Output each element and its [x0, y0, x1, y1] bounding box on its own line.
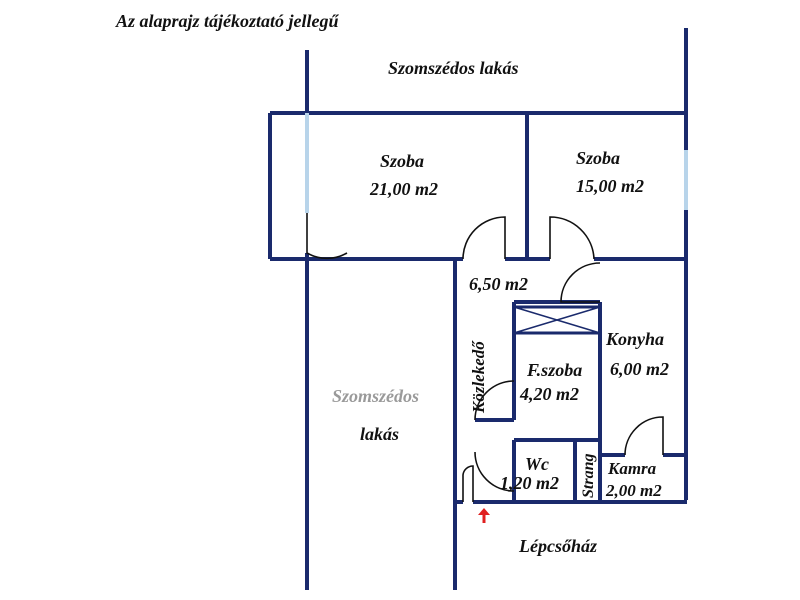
room-furdo-area: 4,20 m2 [519, 384, 579, 404]
room-furdo-name: F.szoba [526, 360, 582, 380]
entrance-arrow-icon [478, 508, 490, 523]
room-szoba-large-name: Szoba [380, 151, 424, 171]
room-szoba-small-area: 15,00 m2 [576, 176, 644, 196]
walls [268, 28, 688, 590]
strang-label: Strang [580, 454, 597, 498]
shaft-box [512, 305, 602, 335]
room-wc-area: 1,20 m2 [500, 473, 559, 493]
room-konyha-name: Konyha [605, 329, 664, 349]
room-konyha-area: 6,00 m2 [610, 359, 669, 379]
room-kamra-name: Kamra [607, 459, 657, 478]
neighbor-left-line1: Szomszédos [332, 386, 419, 406]
room-wc-name: Wc [525, 454, 549, 474]
windows [305, 113, 688, 213]
room-kamra-area: 2,00 m2 [605, 481, 662, 500]
hall-area: 6,50 m2 [469, 274, 528, 294]
room-szoba-large-area: 21,00 m2 [369, 179, 438, 199]
room-kozlekedo-label: Közlekedő [469, 340, 488, 414]
disclaimer-note: Az alaprajz tájékoztató jellegű [115, 11, 340, 31]
door-swings [306, 213, 664, 502]
room-szoba-small-name: Szoba [576, 148, 620, 168]
neighbor-left-line2: lakás [360, 424, 399, 444]
labels: Az alaprajz tájékoztató jellegű Szomszéd… [115, 11, 669, 556]
stairwell-label: Lépcsőház [518, 536, 597, 556]
neighbor-top-label: Szomszédos lakás [388, 58, 519, 78]
